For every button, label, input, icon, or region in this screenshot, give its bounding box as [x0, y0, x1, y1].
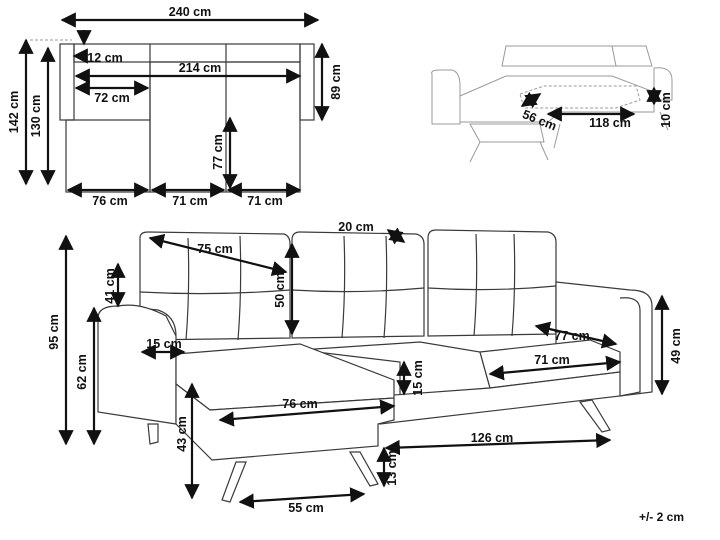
label-base-length: 126 cm — [471, 431, 513, 445]
label-total-height: 95 cm — [47, 314, 61, 349]
label-armrest-width: 12 cm — [87, 51, 122, 65]
top-right-armrest — [299, 43, 315, 121]
back-cushion-middle — [291, 231, 425, 339]
label-overall-depth: 142 cm — [7, 91, 21, 133]
label-back-cushion-depth: 20 cm — [338, 220, 373, 234]
leg-chaise-right — [348, 451, 379, 487]
sleeper-leg-1 — [469, 141, 481, 163]
back-cushion-right — [427, 229, 557, 337]
label-chaise-width: 76 cm — [92, 194, 127, 208]
label-inner-depth: 130 cm — [29, 95, 43, 137]
label-section-a: 71 cm — [172, 194, 207, 208]
label-seat-depth: 77 cm — [211, 134, 225, 169]
dim-leg-span — [238, 487, 366, 509]
label-leg-span: 55 cm — [288, 501, 323, 515]
sleeper-right-arm — [653, 67, 673, 101]
dim-base-length — [384, 432, 612, 456]
label-bed-width: 118 cm — [589, 116, 631, 130]
dim-chaise-seat-width — [218, 399, 396, 427]
label-leg-clearance: 43 cm — [175, 416, 189, 451]
sleeper-chaise-front — [469, 123, 545, 143]
top-chaise — [65, 119, 151, 193]
leg-left — [147, 423, 159, 445]
label-cushion-width: 75 cm — [197, 242, 232, 256]
sleeper-left-arm — [431, 69, 461, 125]
label-overall-width: 240 cm — [169, 5, 211, 19]
label-leg-height: 13 cm — [385, 450, 399, 485]
top-left-armrest — [59, 43, 75, 121]
dim-back-cushion-depth — [386, 227, 406, 245]
leg-chaise-left — [221, 461, 247, 503]
leg-right — [578, 399, 611, 433]
dim-bed-depth — [520, 91, 542, 109]
label-bed-depth: 56 cm — [520, 107, 558, 133]
label-arm-height: 49 cm — [669, 328, 683, 363]
top-seat-area — [149, 61, 301, 193]
tolerance-note: +/- 2 cm — [639, 510, 684, 524]
right-arm-front — [619, 297, 641, 397]
sleeper-back-right — [612, 45, 653, 67]
tufting-right — [427, 233, 557, 337]
sleeper-leg-2 — [539, 141, 549, 161]
dim-right-seat-width — [488, 355, 622, 381]
label-back-depth: 89 cm — [329, 64, 343, 99]
label-chaise-cushion-height: 62 cm — [75, 354, 89, 389]
label-seat-cushion-thickness: 15 cm — [411, 360, 425, 395]
sleeper-leg-4 — [553, 123, 561, 149]
label-section-b: 71 cm — [247, 194, 282, 208]
label-seat-width: 214 cm — [179, 61, 221, 75]
sleeper-seat — [459, 75, 655, 123]
tufting-middle — [291, 235, 425, 339]
dim-cushion-width — [148, 233, 288, 277]
sleeper-bed — [519, 85, 641, 109]
label-back-cushion-height: 41 cm — [103, 268, 117, 303]
sleeper-view: 56 cm 118 cm 10 cm — [431, 45, 673, 163]
dim-right-seat-depth — [534, 321, 618, 349]
label-bed-height: 10 cm — [659, 92, 673, 127]
sleeper-leg-3 — [659, 111, 669, 131]
label-chaise-seat-width: 72 cm — [94, 91, 129, 105]
label-arm-depth: 15 cm — [146, 337, 181, 351]
top-view: 240 cm 142 cm 130 cm 12 cm 214 cm 72 cm … — [7, 5, 343, 208]
label-back-cushion-vertical: 50 cm — [273, 272, 287, 307]
label-right-seat-width: 71 cm — [534, 353, 569, 367]
front-view: 95 cm 41 cm 62 cm 43 cm 13 cm 75 cm 20 c… — [47, 220, 683, 515]
label-right-seat-depth: 77 cm — [554, 329, 589, 343]
sleeper-back-left — [501, 45, 617, 67]
label-chaise-seat-width: 76 cm — [282, 397, 317, 411]
